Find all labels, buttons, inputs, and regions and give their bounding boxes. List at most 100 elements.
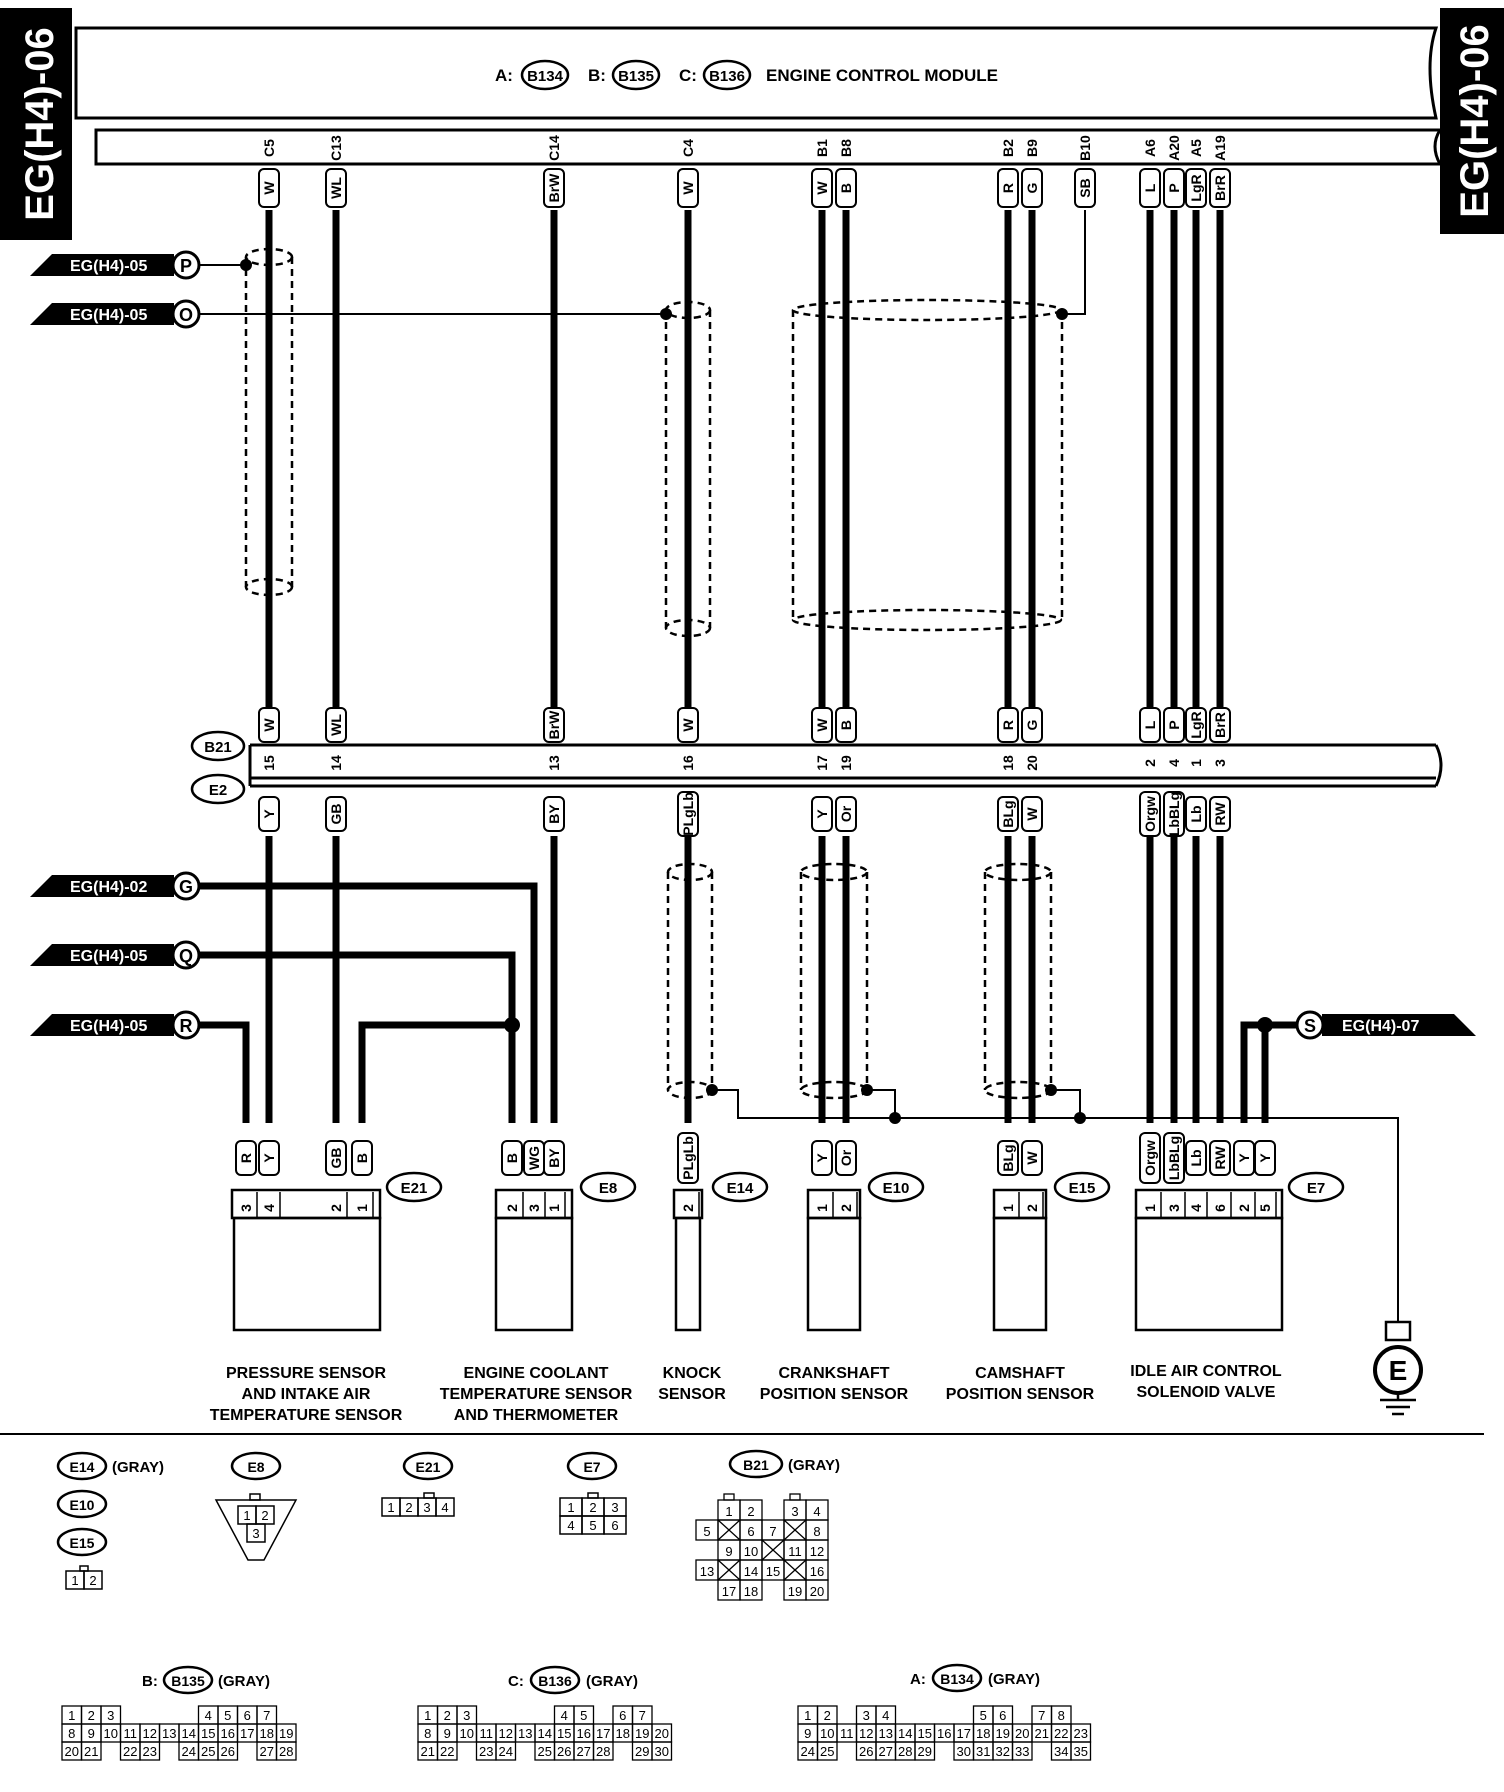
wire-color-top-0: W (258, 168, 280, 208)
wire-color-top-10-text: P (1166, 183, 1182, 192)
b21-pin-6: 6 (747, 1524, 754, 1539)
b21-pin-14: 14 (328, 755, 344, 771)
wire-color-e2-10-text: LbBLg (1166, 792, 1182, 836)
b134-pin-25: 25 (820, 1744, 834, 1759)
view-b21-oval: B21 (728, 1449, 784, 1479)
shield-lines (244, 247, 1064, 1100)
caption-e7-line1: IDLE AIR CONTROL (1130, 1363, 1282, 1380)
b134-pin-28: 28 (898, 1744, 912, 1759)
wires-lower (186, 836, 1310, 1123)
b135-pin-23: 23 (143, 1744, 157, 1759)
b135-pin-1: 1 (68, 1708, 75, 1723)
b134-pin-35: 35 (1074, 1744, 1088, 1759)
page-tab-left: EG(H4)-06 (0, 8, 72, 240)
wire-color-b21-9-text: L (1142, 720, 1158, 729)
b136-pin-19: 19 (635, 1726, 649, 1741)
view-2pin-1: 1 (71, 1573, 78, 1588)
wire-color-b21-3: W (677, 707, 699, 743)
page-tab-right: EG(H4)-06 (1440, 8, 1504, 234)
caption-e10-line2: POSITION SENSOR (760, 1386, 909, 1403)
wire-color-b21-2-text: BrW (546, 710, 562, 740)
e8-wire-1: WG (523, 1140, 545, 1176)
ecm-module: A: B134 B: B135 C: B136 ENGINE CONTROL M… (74, 26, 1443, 166)
wire-color-b21-11-text: LgR (1188, 711, 1204, 738)
ref-eg-h4-07-s[interactable]: EG(H4)-07 S (1295, 1010, 1476, 1040)
b134-pin-10: 10 (820, 1726, 834, 1741)
e8-wire-2: BY (543, 1140, 565, 1176)
b134-pin-7: 7 (1038, 1708, 1045, 1723)
b21-pin-1: 1 (1188, 759, 1204, 767)
b135-pin-4: 4 (205, 1708, 212, 1723)
ecm-pin-a6: A6 (1142, 139, 1158, 157)
caption-e10: CRANKSHAFT POSITION SENSOR (760, 1365, 909, 1403)
e15-oval: E15 (1053, 1171, 1111, 1203)
ref-eg-h4-05-r[interactable]: EG(H4)-05 R (30, 1010, 201, 1040)
wire-color-b21-4: W (811, 707, 833, 743)
b134-pin-12: 12 (859, 1726, 873, 1741)
ecm-pin-b10: B10 (1077, 135, 1093, 161)
component-e8 (494, 1188, 574, 1332)
b135-pin-25: 25 (201, 1744, 215, 1759)
b135-pin-11: 11 (124, 1726, 138, 1741)
b136-pin-28: 28 (596, 1744, 610, 1759)
b134-pin-21: 21 (1035, 1726, 1049, 1741)
wire-color-b21-12-text: BrR (1212, 712, 1228, 738)
e7-pin-2: 2 (1236, 1204, 1252, 1212)
b21-pin-19: 19 (788, 1584, 802, 1599)
component-e21 (230, 1188, 382, 1332)
wire-color-e2-7-text: W (1024, 807, 1040, 821)
page-tab-right-label: EG(H4)-06 (1453, 24, 1497, 217)
b21-pin-3: 3 (791, 1504, 798, 1519)
b21-pin-15: 15 (261, 755, 277, 771)
b134-pin-4: 4 (882, 1708, 889, 1723)
b136-pin-16: 16 (577, 1726, 591, 1741)
wire-color-top-2: BrW (543, 168, 565, 208)
wire-color-e2-7: W (1021, 796, 1043, 832)
component-e14 (672, 1188, 704, 1332)
e14-label: E14 (727, 1180, 754, 1197)
ref-eg-h4-02-g[interactable]: EG(H4)-02 G (30, 871, 201, 901)
b134-pin-22: 22 (1054, 1726, 1068, 1741)
b21-pin-18: 18 (1000, 755, 1016, 771)
e2-oval: E2 (190, 773, 246, 805)
wire-color-b21-0: W (258, 707, 280, 743)
e7-wire-0-text: Orgw (1142, 1140, 1158, 1176)
e14-oval: E14 (711, 1171, 769, 1203)
wire-color-top-0-text: W (261, 181, 277, 195)
b136-pin-3: 3 (463, 1708, 470, 1723)
b134-pin-32: 32 (996, 1744, 1010, 1759)
b21-pin-2: 2 (747, 1504, 754, 1519)
e15-wire-0: BLg (997, 1140, 1019, 1176)
caption-e10-line1: CRANKSHAFT (778, 1365, 889, 1382)
page-tab-left-label: EG(H4)-06 (18, 27, 62, 220)
e7-wire-1: LbBLg (1163, 1132, 1185, 1184)
ref-eg-h4-05-q[interactable]: EG(H4)-05 Q (30, 940, 201, 970)
e15-wire-0-text: BLg (1000, 1144, 1016, 1171)
view-b136-oval: B136 (529, 1665, 581, 1695)
wire-color-e2-9-text: Orgw (1142, 796, 1158, 832)
b135-pin-16: 16 (221, 1726, 235, 1741)
e21-wire-2: GB (325, 1140, 347, 1176)
ecm-prefix-b: B: (588, 66, 606, 85)
wire-color-e2-3: PLgLb (677, 791, 699, 837)
ref-eg-h4-05-p[interactable]: EG(H4)-05 P (30, 250, 201, 280)
wire-color-e2-11-text: Lb (1188, 805, 1204, 822)
e7-pin-6: 6 (1212, 1204, 1228, 1212)
wire-color-top-7-text: G (1024, 182, 1040, 193)
wire-color-top-6-text: R (1000, 183, 1016, 193)
wire-color-top-10: P (1163, 168, 1185, 208)
ref-eg-h4-05-o[interactable]: EG(H4)-05 O (30, 299, 201, 329)
wire-color-top-7: G (1021, 168, 1043, 208)
component-e10 (806, 1188, 862, 1332)
e21-pin-1: 1 (354, 1204, 370, 1212)
b135-pin-13: 13 (162, 1726, 176, 1741)
b136-pin-6: 6 (619, 1708, 626, 1723)
view-e8-pin-2: 2 (261, 1508, 268, 1523)
e7-wire-4: Y (1233, 1140, 1255, 1176)
ecm-pin-a19: A19 (1212, 135, 1228, 161)
e7-pin-3: 3 (1166, 1204, 1182, 1212)
view-e21-label: E21 (416, 1459, 441, 1475)
b136-pin-9: 9 (444, 1726, 451, 1741)
